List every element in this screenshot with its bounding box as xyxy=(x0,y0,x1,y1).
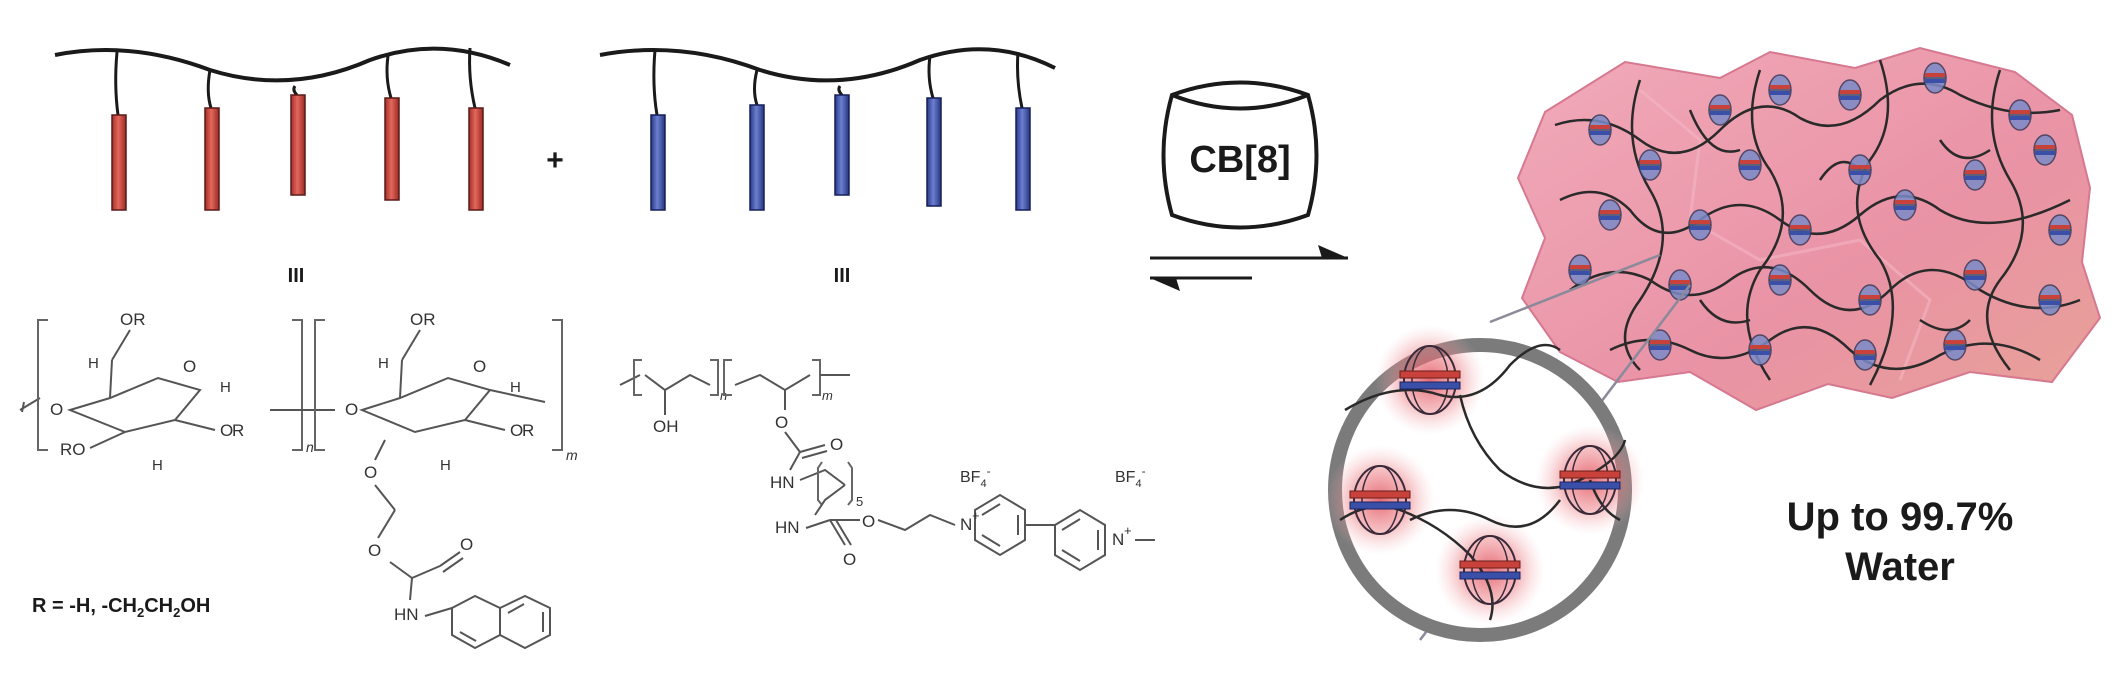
blue-guest-polymer xyxy=(599,47,1056,211)
svg-text:OH: OH xyxy=(653,417,679,436)
svg-text:OR: OR xyxy=(120,310,146,329)
svg-text:5: 5 xyxy=(856,494,863,509)
svg-text:H: H xyxy=(220,379,231,396)
svg-text:m: m xyxy=(566,447,578,463)
blue-pendant-1 xyxy=(650,49,666,211)
svg-text:H: H xyxy=(440,457,451,474)
r-group-definition: R = -H, -CH2CH2OH xyxy=(32,595,210,620)
result-text-line-1: Up to 99.7% xyxy=(1787,495,2014,539)
red-pendant-4 xyxy=(384,55,400,201)
svg-text:H: H xyxy=(152,457,163,474)
blue-polymer-backbone xyxy=(599,47,1056,83)
svg-text:O: O xyxy=(345,400,358,419)
blue-pendant-4 xyxy=(926,55,942,207)
blue-pendant-3 xyxy=(834,85,850,196)
svg-text:R: R xyxy=(522,421,534,440)
svg-text:N: N xyxy=(960,515,972,534)
cb8-host-icon: CB[8] xyxy=(1161,80,1319,230)
svg-text:O: O xyxy=(862,512,875,531)
svg-text:R: R xyxy=(232,421,244,440)
svg-text:O: O xyxy=(460,535,473,554)
cb8-label: CB[8] xyxy=(1189,139,1290,181)
svg-text:O: O xyxy=(183,357,196,376)
svg-text:O: O xyxy=(368,541,381,560)
svg-text:O: O xyxy=(775,413,788,432)
red-pendant-2 xyxy=(204,69,220,211)
zoom-line-top xyxy=(1489,253,1661,324)
svg-text:H: H xyxy=(378,355,389,372)
svg-text:O: O xyxy=(510,421,523,440)
red-polymer-backbone xyxy=(54,46,511,83)
svg-text:O: O xyxy=(843,550,856,569)
hydrogel-network xyxy=(1516,46,2102,412)
counterion-left: BF4- xyxy=(960,464,991,490)
blue-pendant-5 xyxy=(1015,51,1031,211)
svg-text:RO: RO xyxy=(60,440,86,459)
equilibrium-arrows-icon xyxy=(1150,245,1348,291)
cellulose-structure: O n OR H O H RO H O R O m OR H O H O xyxy=(19,310,578,650)
result-text-line-2: Water xyxy=(1845,545,1955,589)
polymer-label-left: III xyxy=(288,265,305,287)
svg-text:HN: HN xyxy=(775,518,800,537)
blue-pendant-2 xyxy=(749,69,765,211)
svg-text:+: + xyxy=(972,508,980,523)
pva-viologen-structure: OH n m O O HN 5 HN O O N + xyxy=(619,359,1155,572)
svg-text:H: H xyxy=(88,355,99,372)
svg-text:O: O xyxy=(50,400,63,419)
svg-text:O: O xyxy=(473,357,486,376)
svg-text:O: O xyxy=(220,421,233,440)
red-pendant-1 xyxy=(111,51,127,211)
counterion-right: BF4- xyxy=(1115,464,1146,490)
svg-text:H: H xyxy=(510,379,521,396)
svg-text:m: m xyxy=(822,388,833,403)
red-guest-polymer xyxy=(54,46,511,211)
svg-text:HN: HN xyxy=(394,605,419,624)
magnified-junction-view xyxy=(1325,325,1645,642)
red-pendant-3 xyxy=(290,85,306,196)
svg-text:n: n xyxy=(306,439,314,455)
svg-text:+: + xyxy=(1124,523,1132,538)
plus-sign: + xyxy=(546,144,564,177)
svg-text:OR: OR xyxy=(410,310,436,329)
svg-text:O: O xyxy=(364,463,377,482)
polymer-label-right: III xyxy=(834,265,851,287)
svg-text:N: N xyxy=(1112,530,1124,549)
red-pendant-5 xyxy=(468,47,484,211)
svg-text:O: O xyxy=(830,435,843,454)
svg-text:HN: HN xyxy=(770,473,795,492)
